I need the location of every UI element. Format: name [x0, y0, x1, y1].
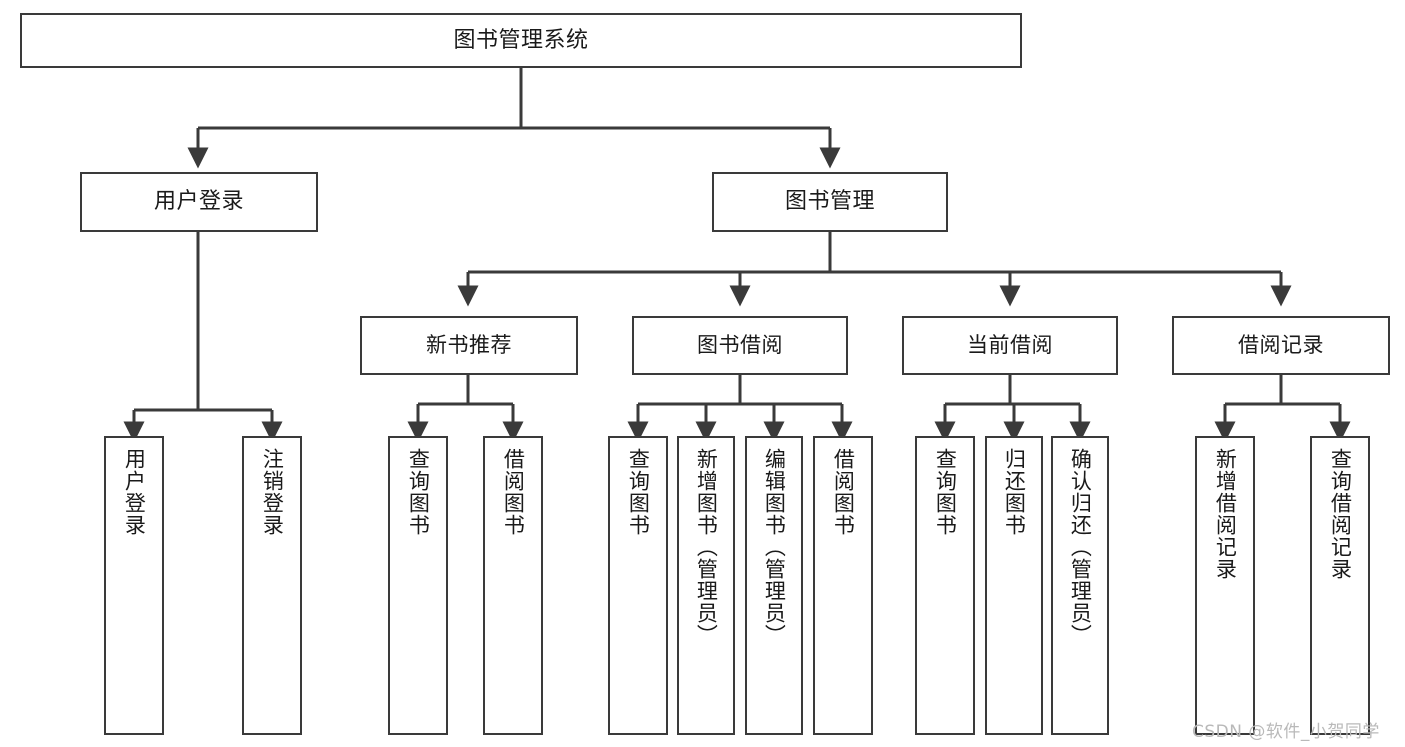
node-leaf-query-record[interactable]: 查询借阅记录	[1310, 436, 1370, 735]
node-leaf-query-record-label: 查询借阅记录	[1328, 448, 1353, 580]
node-leaf-return-book-label: 归还图书	[1002, 448, 1027, 536]
csdn-watermark: CSDN @软件_小贺同学	[1192, 722, 1380, 742]
node-book-manage[interactable]: 图书管理	[712, 172, 948, 232]
node-leaf-add-book[interactable]: 新增图书（管理员）	[677, 436, 735, 735]
node-leaf-add-record[interactable]: 新增借阅记录	[1195, 436, 1255, 735]
node-leaf-borrow-book-1-label: 借阅图书	[501, 448, 526, 536]
node-leaf-borrow-book-2-label: 借阅图书	[831, 448, 856, 536]
node-leaf-edit-book[interactable]: 编辑图书（管理员）	[745, 436, 803, 735]
node-leaf-query-book-1-label: 查询图书	[406, 448, 431, 536]
node-leaf-confirm-return-label: 确认归还（管理员）	[1068, 448, 1093, 646]
node-leaf-edit-book-label: 编辑图书（管理员）	[762, 448, 787, 646]
node-leaf-query-book-2-label: 查询图书	[626, 448, 651, 536]
node-leaf-logout[interactable]: 注销登录	[242, 436, 302, 735]
node-leaf-return-book[interactable]: 归还图书	[985, 436, 1043, 735]
node-user-login[interactable]: 用户登录	[80, 172, 318, 232]
node-current-borrow-label: 当前借阅	[967, 333, 1053, 358]
node-borrow-record[interactable]: 借阅记录	[1172, 316, 1390, 375]
node-leaf-query-book-1[interactable]: 查询图书	[388, 436, 448, 735]
node-leaf-confirm-return[interactable]: 确认归还（管理员）	[1051, 436, 1109, 735]
node-leaf-user-login-label: 用户登录	[122, 448, 147, 536]
node-leaf-query-book-3-label: 查询图书	[933, 448, 958, 536]
node-leaf-logout-label: 注销登录	[260, 448, 285, 536]
node-leaf-add-record-label: 新增借阅记录	[1213, 448, 1238, 580]
node-leaf-query-book-2[interactable]: 查询图书	[608, 436, 668, 735]
node-borrow-record-label: 借阅记录	[1238, 333, 1324, 358]
node-current-borrow[interactable]: 当前借阅	[902, 316, 1118, 375]
node-leaf-add-book-label: 新增图书（管理员）	[694, 448, 719, 646]
node-leaf-borrow-book-1[interactable]: 借阅图书	[483, 436, 543, 735]
node-leaf-user-login[interactable]: 用户登录	[104, 436, 164, 735]
node-book-borrow[interactable]: 图书借阅	[632, 316, 848, 375]
node-book-manage-label: 图书管理	[784, 189, 875, 215]
node-book-borrow-label: 图书借阅	[697, 333, 783, 358]
node-root[interactable]: 图书管理系统	[20, 13, 1022, 68]
node-leaf-borrow-book-2[interactable]: 借阅图书	[813, 436, 873, 735]
node-leaf-query-book-3[interactable]: 查询图书	[915, 436, 975, 735]
node-root-label: 图书管理系统	[453, 27, 589, 53]
node-new-book-recommend-label: 新书推荐	[426, 333, 512, 358]
node-user-login-label: 用户登录	[153, 189, 244, 215]
node-new-book-recommend[interactable]: 新书推荐	[360, 316, 578, 375]
